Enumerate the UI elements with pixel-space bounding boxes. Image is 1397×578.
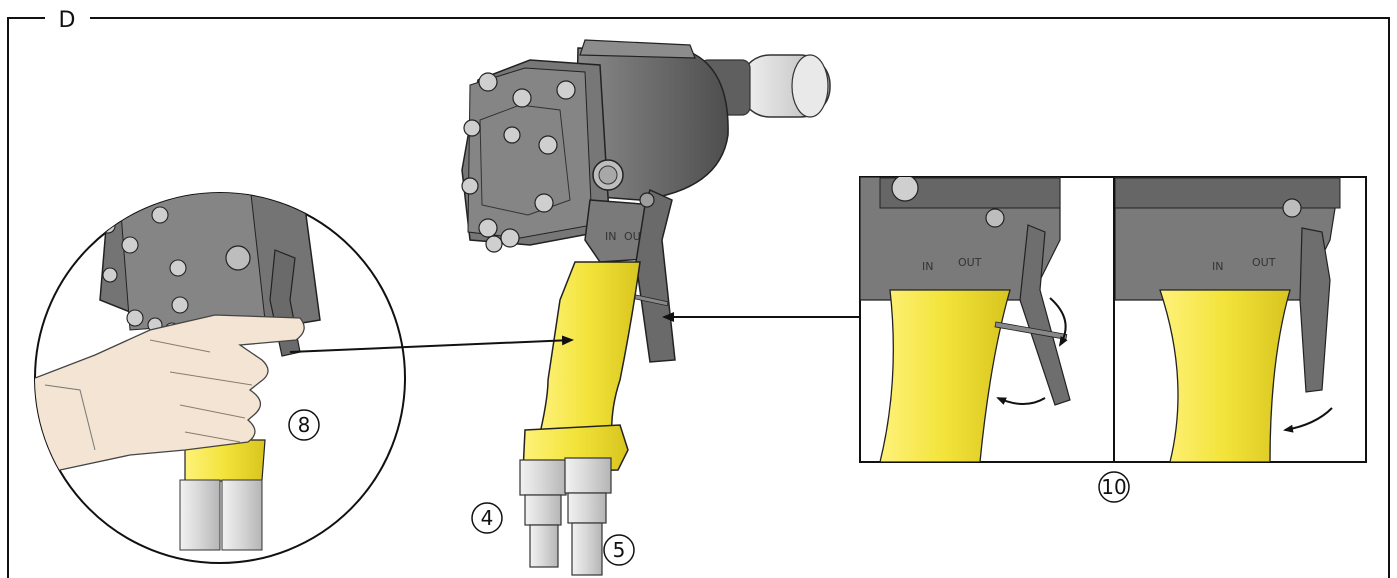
motor-cover	[461, 59, 611, 246]
frame-label: D	[59, 8, 76, 33]
callout-10-circle	[1098, 471, 1130, 503]
callout-10-label: 10	[1101, 475, 1126, 499]
callout-8-label: 8	[298, 413, 311, 437]
detail-port-out-right: OUT	[1252, 256, 1276, 269]
callout-4-circle	[471, 502, 503, 534]
fitting-right	[564, 457, 612, 576]
hose-fittings	[519, 457, 612, 576]
fitting-left	[519, 459, 567, 568]
cover-bolts	[461, 72, 576, 253]
detail-port-in-left: IN	[922, 260, 933, 273]
loupe-hand-detail	[34, 192, 406, 564]
side-plug	[592, 159, 624, 191]
figure-frame	[7, 17, 1390, 578]
callout-5-label: 5	[613, 538, 626, 562]
detail-trigger-pressed	[1115, 177, 1341, 462]
trigger-detail-panel: IN OUT IN OUT	[859, 176, 1367, 463]
yellow-handle	[522, 261, 641, 473]
callout-4-label: 4	[481, 506, 494, 530]
detail-port-out-left: OUT	[958, 256, 982, 269]
leader-loupe-to-handle	[289, 335, 574, 353]
callout-8-circle	[288, 409, 320, 441]
hydraulic-tool: IN OUT	[461, 39, 831, 576]
detail-port-in-right: IN	[1212, 260, 1223, 273]
port-in-label: IN	[605, 230, 616, 243]
detail-trigger-released	[860, 177, 1071, 462]
callout-5-circle	[603, 534, 635, 566]
